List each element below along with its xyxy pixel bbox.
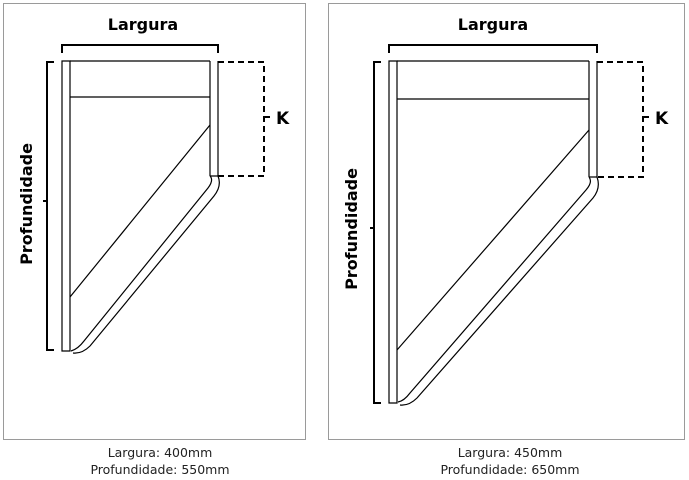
inner-edge: [72, 175, 220, 354]
caption-depth: Profundidade: 650mm: [440, 462, 580, 477]
width-label: Largura: [108, 15, 178, 34]
width-label: Largura: [458, 15, 528, 34]
k-label: K: [276, 109, 290, 129]
width-bracket: [388, 44, 598, 53]
outer-edge: [397, 176, 592, 403]
depth-bracket: [43, 61, 54, 351]
caption-left: Largura: 400mm Profundidade: 550mm: [0, 444, 320, 478]
caption-width: Largura: 450mm: [457, 445, 563, 460]
k-bracket: [218, 61, 270, 177]
k-label: K: [655, 109, 669, 129]
top-bar: [397, 60, 589, 100]
caption-depth: Profundidade: 550mm: [90, 462, 230, 477]
front-panel: [209, 61, 219, 177]
cabinet-diagram-left: Largura Profundidade K: [17, 15, 290, 354]
cabinet-diagram-right: Largura Profundidade K: [342, 15, 669, 406]
depth-label: Profundidade: [342, 168, 361, 290]
front-panel: [588, 61, 598, 178]
depth-bracket: [370, 61, 381, 404]
width-bracket: [61, 44, 219, 53]
side-panel: [388, 60, 398, 404]
inner-diagonal: [69, 124, 211, 298]
top-bar: [70, 60, 210, 98]
diagram-panel-right: [328, 3, 685, 440]
caption-width: Largura: 400mm: [107, 445, 213, 460]
inner-diagonal: [396, 129, 590, 351]
depth-label: Profundidade: [17, 143, 36, 265]
inner-edge: [399, 176, 599, 406]
k-bracket: [597, 61, 649, 178]
outer-edge: [70, 175, 213, 352]
caption-right: Largura: 450mm Profundidade: 650mm: [350, 444, 670, 478]
diagram-panel-left: [3, 3, 306, 440]
side-panel: [61, 60, 71, 352]
